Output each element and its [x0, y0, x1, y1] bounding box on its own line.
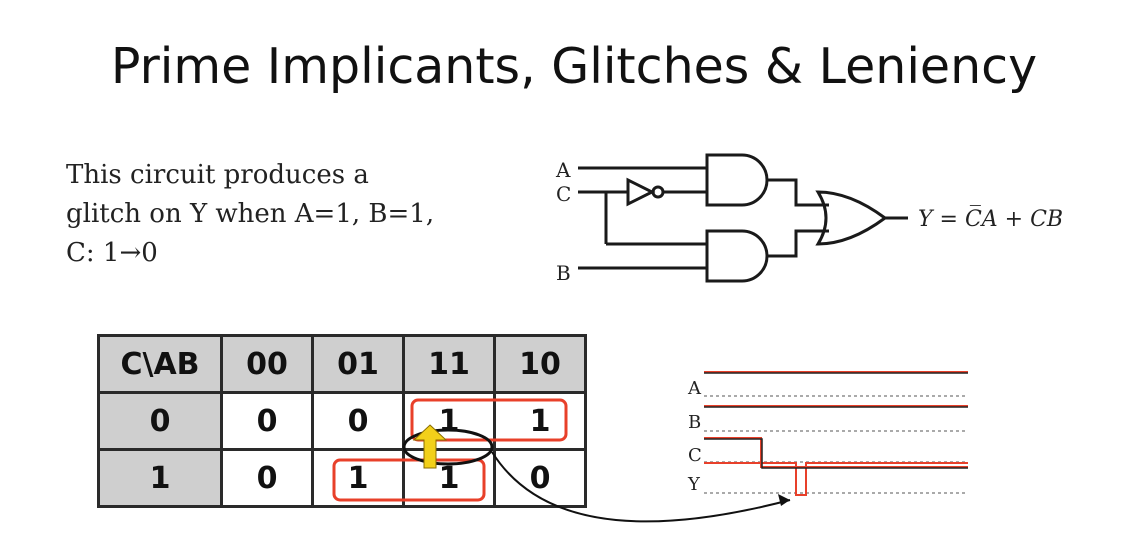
trace-c — [704, 437, 968, 468]
callout-curve — [491, 451, 791, 523]
timing-label-c: C — [688, 445, 702, 466]
description-line-3: C: 1→0 — [66, 238, 158, 268]
kmap-cell: 0 — [220, 391, 314, 451]
wire-and1-out — [767, 178, 829, 207]
and-gate-1 — [705, 153, 769, 207]
kmap-row-label: 1 — [97, 448, 223, 508]
input-label-a: A — [555, 158, 571, 182]
kmap-cell: 1 — [311, 448, 405, 508]
output-equation: Y = C̅A + CB — [918, 205, 1063, 232]
timing-label-b: B — [688, 412, 701, 433]
timing-label-y: Y — [687, 474, 701, 495]
slide-title: Prime Implicants, Glitches & Leniency — [110, 38, 1038, 95]
input-label-b: B — [556, 261, 571, 285]
kmap-cell: 0 — [220, 448, 314, 508]
kmap-corner-label: C\AB — [97, 334, 223, 394]
or-gate — [815, 190, 888, 246]
trace-y — [704, 462, 968, 496]
and-gate-2 — [705, 229, 769, 283]
kmap-col-header: 10 — [493, 334, 587, 394]
implicant-loop-bottom — [332, 458, 486, 502]
kmap-row: 0 0 0 1 1 — [97, 391, 587, 451]
timing-label-a: A — [687, 378, 702, 399]
logic-circuit — [578, 153, 908, 283]
kmap-row-label: 0 — [97, 391, 223, 451]
description-line-2: glitch on Y when A=1, B=1, — [66, 199, 435, 229]
inverter-bubble — [651, 185, 665, 199]
callout-arrowhead-icon — [778, 494, 790, 506]
kmap-cell: 0 — [311, 391, 405, 451]
trace-c-shadow — [704, 438, 968, 469]
kmap-col-header: 01 — [311, 334, 405, 394]
description-text: This circuit produces a glitch on Y when… — [66, 156, 536, 273]
kmap-header-row: C\AB 00 01 11 10 — [97, 334, 587, 394]
kmap-col-header: 00 — [220, 334, 314, 394]
transition-arrow-icon — [412, 424, 448, 469]
kmap-cell: 0 — [493, 448, 587, 508]
glitch-ellipse — [402, 428, 494, 466]
description-line-1: This circuit produces a — [66, 160, 369, 190]
inverter-gate — [626, 177, 656, 207]
wire-and2-out — [767, 229, 829, 258]
input-label-c: C — [556, 182, 571, 206]
kmap-col-header: 11 — [402, 334, 496, 394]
timing-diagram: A B C Y — [687, 371, 968, 496]
